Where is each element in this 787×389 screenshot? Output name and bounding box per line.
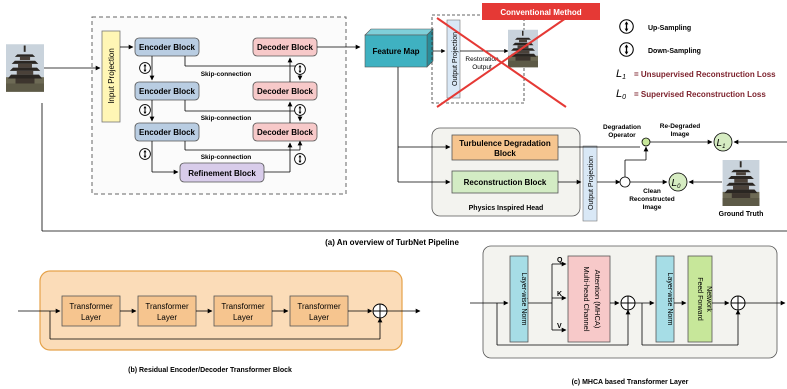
re-degraded-label-2: Image: [671, 131, 690, 138]
conventional-method-banner: [482, 3, 600, 20]
encoder-block-3: Encoder Block: [134, 122, 200, 142]
conventional-method-label: Conventional Method: [500, 8, 581, 17]
transformer-layer-1-line2: Layer: [81, 313, 101, 322]
loss-l0-label: L0: [672, 178, 682, 190]
turbulence-degradation-block: Turbulence Degradation Block: [451, 134, 559, 161]
transformer-layer-2: Transformer Layer: [137, 295, 197, 327]
ffn-add-icon: [730, 295, 746, 311]
residual-add-icon: [372, 303, 388, 319]
physics-head-label: Physics Inspired Head: [469, 205, 544, 212]
k-label: K: [557, 291, 562, 298]
up-sampling-legend-label: Up-Sampling: [648, 25, 691, 32]
up-sampling-icon: [294, 153, 306, 165]
layer-norm-2-label: Layer-wise Norm: [666, 273, 673, 326]
ffn-block: Feed Forward Network: [687, 255, 713, 343]
clean-label-3: Image: [643, 204, 662, 211]
transformer-layer-3: Transformer Layer: [213, 295, 273, 327]
layer-norm-1-label: Layer-wise Norm: [520, 273, 527, 326]
re-degraded-label-1: Re-Degraded: [660, 123, 700, 130]
clean-output-node: [619, 176, 631, 188]
loss-l1-label: L1: [717, 138, 726, 150]
skip-connection-label-2: Skip-connection: [201, 115, 252, 122]
loss-l0-node: [668, 172, 688, 192]
transformer-layer-1: Transformer Layer: [61, 295, 121, 327]
skip-connection-label-3: Skip-connection: [201, 154, 252, 161]
transformer-layer-1-line1: Transformer: [69, 302, 113, 311]
mhca-add-icon: [620, 295, 636, 311]
l0-legend-text: = Supervised Reconstruction Loss: [634, 90, 766, 99]
up-sampling-legend-icon: [619, 19, 634, 34]
restoration-output-label-2: Output: [472, 64, 492, 71]
turbulence-label-1: Turbulence Degradation: [459, 139, 551, 148]
input-projection-label: Input Projection: [107, 48, 116, 104]
encoder-block-2-label: Encoder Block: [139, 87, 196, 96]
up-sampling-icon: [294, 104, 306, 116]
decoder-block-1-label: Decoder Block: [257, 43, 314, 52]
refinement-block-label: Refinement Block: [188, 169, 256, 178]
decoder-block-3-label: Decoder Block: [257, 128, 314, 137]
v-label: V: [557, 323, 562, 330]
decoder-block-3: Decoder Block: [252, 122, 318, 142]
loss-l1-node: [713, 132, 733, 152]
transformer-layer-4-line1: Transformer: [297, 302, 341, 311]
caption-c: (c) MHCA based Transformer Layer: [572, 379, 689, 386]
clean-label-2: Reconstructed: [629, 196, 675, 203]
restoration-output-label-1: Restoration: [465, 56, 499, 63]
input-image: [6, 44, 44, 92]
feature-map-block: Feature Map: [364, 28, 434, 68]
output-projection-top: [446, 19, 461, 99]
ffn-label-1: Feed Forward: [696, 277, 703, 321]
reconstruction-block: Reconstruction Block: [451, 170, 559, 194]
encoder-block-1: Encoder Block: [134, 37, 200, 57]
q-label: Q: [557, 257, 563, 264]
mhca-label-2: Attention (MHCA): [593, 270, 602, 329]
l1-legend-text: = Unsupervised Reconstruction Loss: [634, 70, 776, 79]
layer-norm-2: Layer-wise Norm: [655, 255, 675, 343]
encoder-block-2: Encoder Block: [134, 81, 200, 101]
mhca-block: Multi-head Channel Attention (MHCA): [567, 255, 611, 343]
encoder-block-1-label: Encoder Block: [139, 43, 196, 52]
transformer-layer-4-line2: Layer: [309, 313, 329, 322]
l0-legend-symbol: L0: [616, 88, 626, 101]
down-sampling-legend-icon: [619, 42, 634, 57]
caption-a: (a) An overview of TurbNet Pipeline: [325, 238, 459, 247]
mhca-label-1: Multi-head Channel: [582, 266, 591, 331]
transformer-layer-3-line1: Transformer: [221, 302, 265, 311]
transformer-layer-4: Transformer Layer: [289, 295, 349, 327]
degradation-operator-label-1: Degradation: [603, 124, 641, 131]
output-projection-bottom: [582, 145, 598, 222]
decoder-block-1: Decoder Block: [252, 37, 318, 57]
layer-norm-1: Layer-wise Norm: [509, 255, 529, 343]
l1-legend-symbol: L1: [616, 68, 626, 81]
transformer-layer-3-line2: Layer: [233, 313, 253, 322]
transformer-layer-2-line2: Layer: [157, 313, 177, 322]
ffn-label-2: Network: [705, 286, 712, 312]
ground-truth-image: [722, 160, 760, 206]
transformer-layer-2-line1: Transformer: [145, 302, 189, 311]
reconstruction-block-label: Reconstruction Block: [464, 178, 547, 187]
up-sampling-icon: [294, 63, 306, 75]
caption-b: (b) Residual Encoder/Decoder Transformer…: [128, 367, 292, 374]
down-sampling-legend-label: Down-Sampling: [648, 48, 701, 55]
refinement-block: Refinement Block: [179, 162, 265, 183]
output-projection-bottom-label: Output Projection: [588, 156, 595, 210]
encoder-block-3-label: Encoder Block: [139, 128, 196, 137]
feature-map-label: Feature Map: [372, 47, 419, 56]
down-sampling-icon: [139, 104, 151, 116]
decoder-block-2: Decoder Block: [252, 81, 318, 101]
output-projection-top-label: Output Projection: [452, 32, 459, 86]
clean-label-1: Clean: [643, 188, 661, 195]
ground-truth-label: Ground Truth: [719, 211, 764, 218]
decoder-block-2-label: Decoder Block: [257, 87, 314, 96]
skip-connection-label-1: Skip-connection: [201, 71, 252, 78]
cross-line-2: [436, 17, 567, 108]
degradation-operator-label-2: Operator: [608, 132, 636, 139]
degradation-operator-node: [641, 137, 651, 147]
turbulence-label-2: Block: [494, 149, 516, 158]
down-sampling-icon: [139, 148, 151, 160]
down-sampling-icon: [139, 62, 151, 74]
input-projection-block: [101, 30, 121, 123]
